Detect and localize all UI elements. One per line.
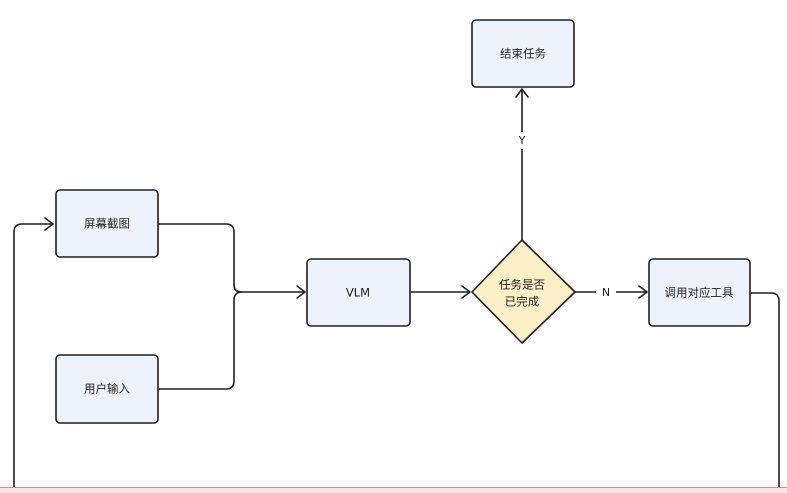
node-vlm-label: VLM	[346, 286, 370, 300]
node-user-input-label: 用户输入	[84, 382, 130, 396]
yes-label: Y	[518, 134, 526, 147]
node-decision-line1: 任务是否	[499, 278, 545, 292]
yes-label-bg	[514, 132, 530, 149]
node-call-tool: 调用对应工具	[648, 258, 751, 327]
edge-loop-to-screenshot	[13, 223, 53, 493]
edge-call-tool-loop-down	[749, 292, 780, 493]
arrowhead-call-tool-in	[638, 285, 648, 299]
node-decision-line2: 已完成	[505, 295, 540, 309]
node-decision: 任务是否 已完成	[471, 239, 576, 344]
edge-screenshot-to-vlm	[157, 223, 305, 293]
arrowhead-decision-in	[461, 285, 471, 299]
bottom-frame-edge	[0, 487, 787, 493]
node-end-task: 结束任务	[471, 19, 575, 88]
node-vlm: VLM	[306, 258, 411, 327]
arrowhead-end-task-in	[515, 88, 529, 98]
no-label: N	[602, 286, 610, 299]
node-screenshot-label: 屏幕截图	[84, 217, 130, 231]
node-user-input: 用户输入	[55, 354, 159, 424]
node-screenshot: 屏幕截图	[55, 189, 159, 258]
node-end-task-label: 结束任务	[500, 47, 546, 61]
arrowhead-vlm-in	[296, 285, 306, 299]
no-label-bg	[596, 284, 616, 301]
node-call-tool-label: 调用对应工具	[665, 286, 734, 300]
arrowhead-screenshot-in	[44, 217, 54, 231]
edge-user-input-to-vlm	[157, 291, 243, 390]
